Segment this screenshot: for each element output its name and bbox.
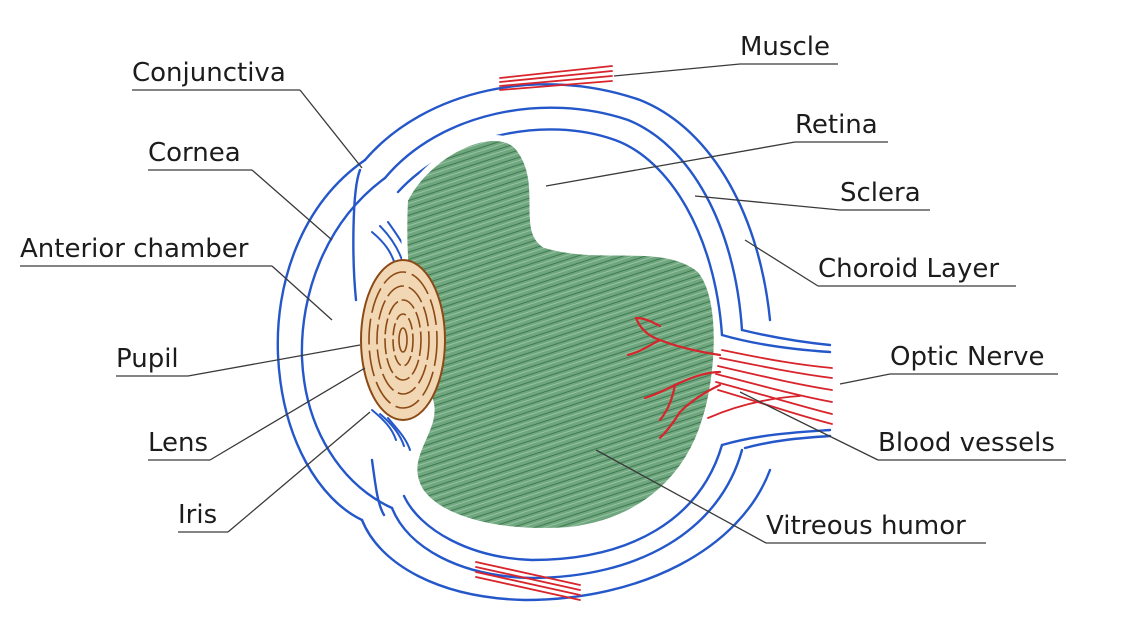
leader-vitreous (595, 449, 767, 544)
sclera-outline-top (363, 83, 772, 322)
lens (360, 259, 446, 421)
label-choroid-layer: Choroid Layer (818, 254, 1000, 284)
label-retina: Retina (795, 110, 878, 140)
label-iris: Iris (178, 500, 218, 530)
leader-blood-vessels (739, 391, 879, 461)
retina-outline-bottom (402, 443, 724, 562)
leader-iris (227, 411, 371, 533)
leader-cornea (251, 169, 333, 241)
sclera-outline-bottom (360, 468, 772, 602)
leader-muscle (613, 63, 741, 77)
label-lens: Lens (148, 428, 209, 458)
leader-sclera (694, 195, 841, 211)
vitreous-humor (401, 135, 720, 534)
label-cornea: Cornea (148, 138, 241, 168)
blood-vessels (626, 316, 722, 440)
leader-choroid (744, 239, 819, 287)
label-muscle: Muscle (740, 32, 830, 62)
label-blood-vessels: Blood vessels (878, 428, 1055, 458)
muscle-top (499, 65, 613, 91)
leader-optic-nerve (839, 373, 891, 385)
leader-retina (545, 141, 796, 187)
leader-lines (20, 63, 1066, 544)
muscle-bottom (475, 561, 581, 601)
nerve-sheath-lower (743, 434, 832, 450)
label-pupil: Pupil (116, 344, 179, 374)
label-anterior-chamber: Anterior chamber (20, 234, 249, 264)
leader-lens (209, 367, 366, 461)
label-conjunctiva: Conjunctiva (132, 58, 286, 88)
leader-conjunctiva (299, 89, 363, 169)
nerve-sheath-upper (740, 328, 832, 347)
optic-nerve (707, 349, 833, 425)
leader-pupil (187, 344, 361, 377)
label-sclera: Sclera (840, 178, 921, 208)
label-vitreous-humor: Vitreous humor (766, 511, 966, 541)
leader-anterior-chamber (271, 265, 333, 321)
choroid-outline-bottom (390, 448, 744, 580)
choroid-outline-top (383, 106, 744, 332)
label-optic-nerve: Optic Nerve (890, 342, 1045, 372)
cornea (276, 158, 394, 522)
